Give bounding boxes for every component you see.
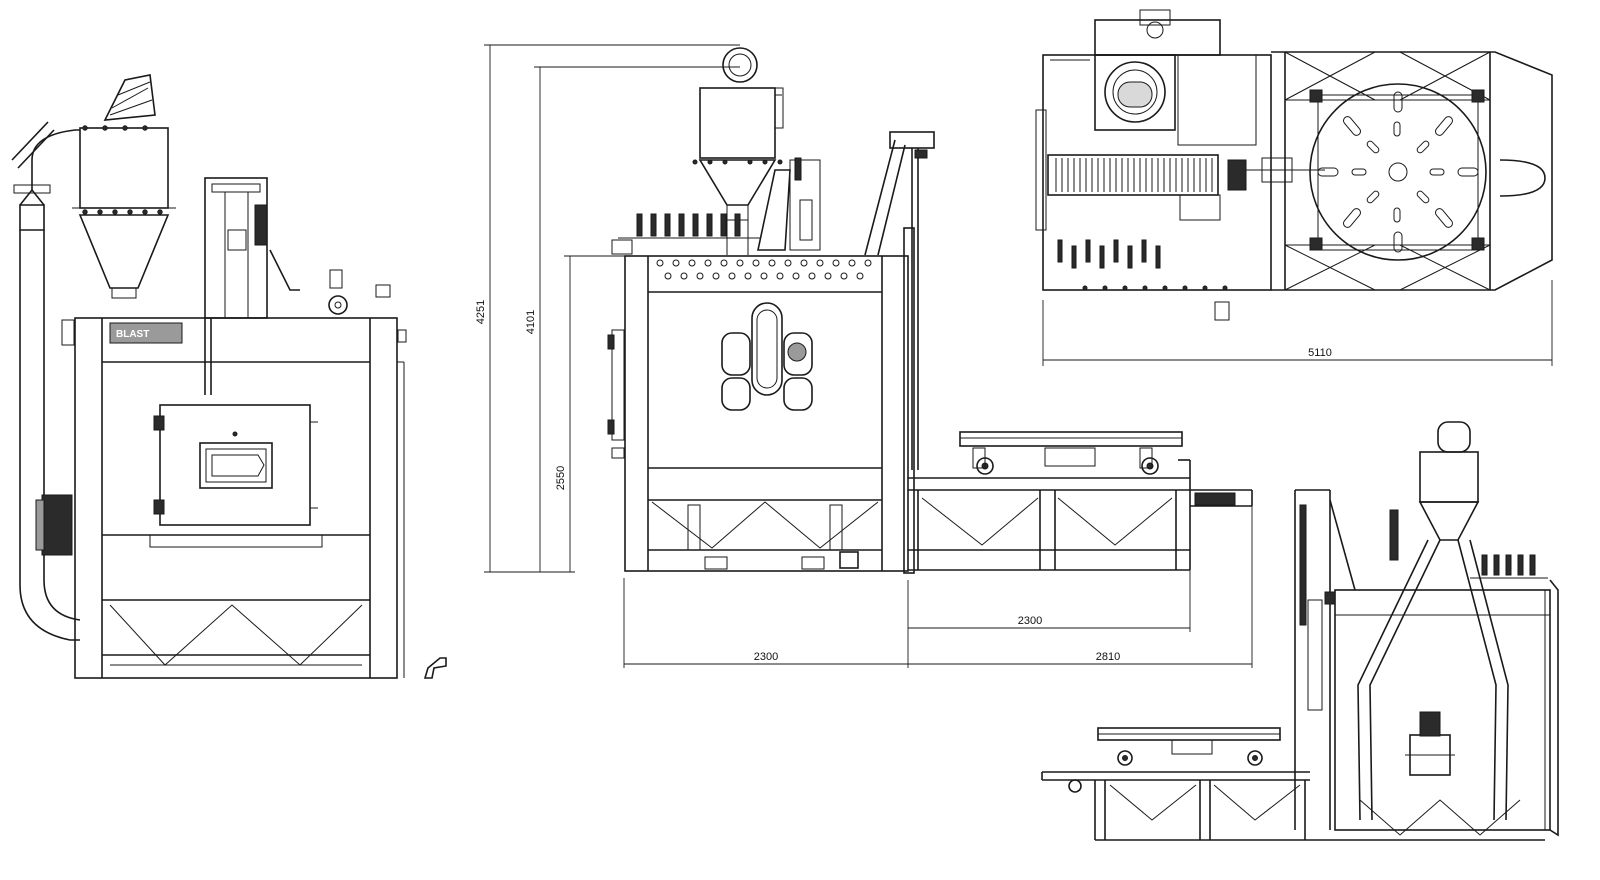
iso-cabinet: [1334, 589, 1551, 831]
dim-plan-length: 5110: [1308, 347, 1332, 359]
grating-panel: [1047, 154, 1219, 196]
dim-hopper-height: 4101: [525, 310, 537, 334]
turntable-slots: [1317, 91, 1479, 253]
front-view: BLAST: [11, 74, 447, 679]
dim-track-length: 2300: [1018, 615, 1042, 627]
top-bolt-row: [656, 259, 872, 280]
cyclone-bolts: [692, 159, 783, 165]
collector-bolts: [82, 125, 163, 215]
turntable-cart: [959, 431, 1183, 447]
iso-nozzles: [1481, 554, 1536, 576]
dim-extension-length: 2810: [1096, 651, 1120, 663]
dim-cabinet-width: 2300: [754, 651, 778, 663]
logo-text: BLAST: [116, 329, 149, 340]
isometric-view: [1041, 421, 1559, 841]
side-view: 4251 4101 2550 2300 2300 2810: [475, 44, 1253, 668]
cabinet-door: [159, 404, 311, 526]
turntable: [1309, 83, 1487, 261]
nozzle-row: [636, 213, 741, 237]
viewport: [751, 302, 783, 396]
dim-total-height: 4251: [475, 300, 487, 324]
plan-view: 5110: [1035, 9, 1553, 366]
dim-cabinet-height: 2550: [555, 466, 567, 490]
grating-bars: [1055, 158, 1213, 192]
plan-nozzles: [1057, 239, 1228, 291]
logo-plate: [109, 322, 183, 344]
